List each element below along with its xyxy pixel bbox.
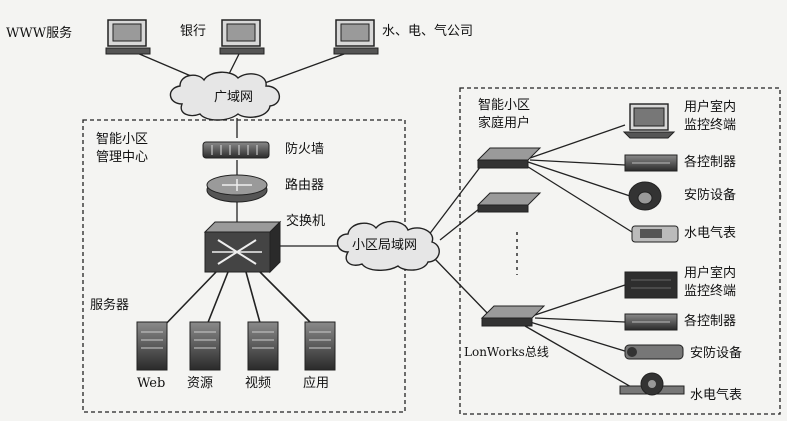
security-label: 安防设备 [684,188,737,203]
meter-icon [631,225,679,243]
home-title-line2: 家庭用户 [478,116,531,131]
terminal-label-line1: 用户室内 [684,100,737,115]
switch-icon [203,220,282,274]
home-links-2 [524,284,641,393]
management-center-region [82,119,406,413]
controller-2-icon [624,313,678,331]
www-service-label: WWW服务 [6,26,73,41]
server-label-web: Web [137,376,166,391]
meter-label: 水电气表 [684,226,737,241]
core-links [236,160,340,247]
resource-server-icon [189,321,221,371]
wan-cloud-icon [169,71,280,121]
lan-label: 小区局域网 [352,238,418,253]
switch-label: 交换机 [286,214,326,229]
management-title-line1: 智能小区 [96,132,149,147]
server-label-video: 视频 [245,376,272,391]
utility-company-label: 水、电、气公司 [382,24,474,39]
router-label: 路由器 [285,178,325,193]
application-server-icon [304,321,336,371]
laptop-terminal-icon [622,103,676,139]
home-user-region [459,87,781,415]
home-links-1 [524,124,633,233]
terminal-label-line2: 监控终端 [684,118,737,133]
management-title-line2: 管理中心 [96,150,149,165]
security-device-icon [624,344,684,360]
home-title-line1: 智能小区 [478,98,531,113]
server-links [159,269,319,331]
bank-computer-icon [219,19,265,55]
meter2-label: 水电气表 [690,388,743,403]
terminal2-label-line1: 用户室内 [684,266,737,281]
controller2-label: 各控制器 [684,314,737,329]
lan-links [427,161,493,319]
servers-label: 服务器 [90,298,130,313]
server-label-application: 应用 [303,376,330,391]
water-meter-icon [619,372,685,396]
server-label-resource: 资源 [187,376,214,391]
web-server-icon [136,321,168,371]
router-icon [206,174,268,203]
firewall-icon [202,141,270,159]
www-server-computer-icon [105,19,151,55]
controller-label: 各控制器 [684,155,737,170]
lonworks-bus-label: LonWorks总线 [464,345,549,359]
security-camera-icon [628,181,662,211]
video-server-icon [247,321,279,371]
wan-label: 广域网 [214,90,254,105]
controller-icon [624,154,678,172]
utility-company-computer-icon [333,19,379,55]
terminal-box-icon [624,271,678,299]
lan-cloud-icon [336,220,440,271]
security2-label: 安防设备 [690,346,743,361]
firewall-label: 防火墙 [285,142,325,157]
home-router-2-icon [480,305,546,327]
home-router-1-icon [476,147,542,169]
home-router-middle-icon [476,192,542,213]
terminal2-label-line2: 监控终端 [684,284,737,299]
bank-label: 银行 [180,24,207,39]
